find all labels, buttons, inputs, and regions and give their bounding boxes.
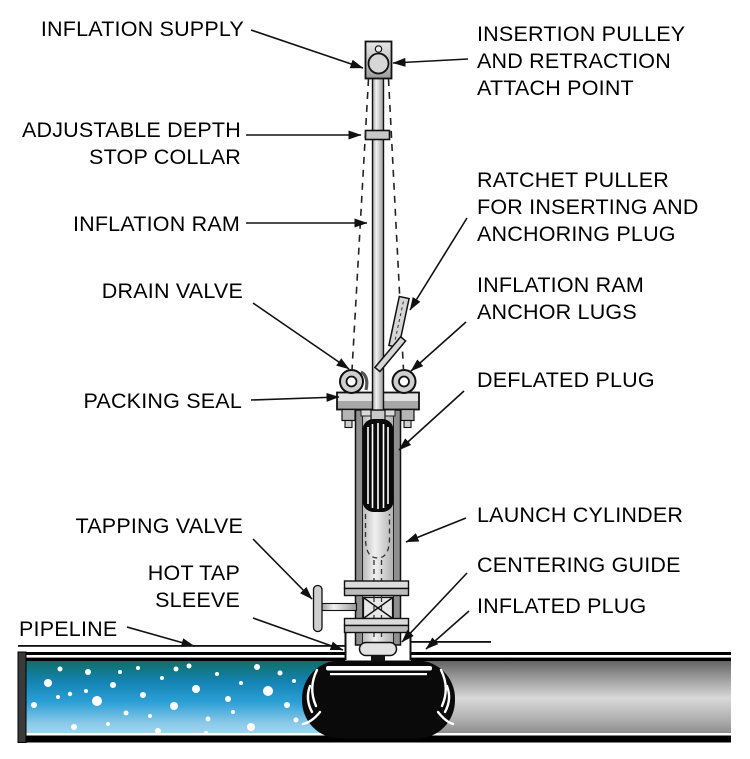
- centering-guide: [358, 641, 398, 657]
- arrow-drain-valve: [252, 302, 350, 370]
- label-hot-tap-sleeve: HOT TAP SLEEVE: [148, 560, 240, 614]
- label-line: ATTACH POINT: [477, 76, 634, 100]
- arrow-ratchet-puller: [409, 217, 468, 311]
- label-line: PIPELINE: [19, 617, 118, 641]
- label-line: CENTERING GUIDE: [477, 553, 681, 577]
- arrow-insertion-pulley: [392, 57, 469, 67]
- arrow-tapping-valve: [252, 538, 313, 600]
- label-line: INFLATION RAM: [477, 273, 645, 297]
- label-line: FOR INSERTING AND: [477, 195, 699, 219]
- label-centering-guide: CENTERING GUIDE: [477, 552, 681, 579]
- label-line: ANCHOR LUGS: [477, 300, 637, 324]
- label-line: SLEEVE: [155, 588, 240, 612]
- plug-neck: [371, 655, 385, 662]
- arrow-inflated-plug: [425, 610, 470, 650]
- label-drain-valve: DRAIN VALVE: [102, 278, 243, 305]
- inflated-plug: [301, 660, 455, 739]
- leader-arrows: [126, 29, 470, 651]
- pipeline-water: [26, 661, 350, 736]
- sleeve-saddle-line-left: [18, 645, 346, 647]
- pulley-wheel: [367, 52, 390, 75]
- arrow-launch-cylinder: [405, 517, 467, 543]
- label-line: PACKING SEAL: [83, 389, 242, 413]
- pipe-end-cap: [17, 651, 27, 743]
- label-line: HOT TAP: [147, 561, 240, 585]
- label-line: INFLATED PLUG: [477, 594, 647, 618]
- retraction-attach-point: [374, 45, 383, 53]
- pipeline-empty-section: [411, 661, 731, 736]
- pipe-top-wall: [18, 652, 731, 661]
- label-line: LAUNCH CYLINDER: [477, 503, 684, 527]
- inflation-ram-anchor-lugs: [339, 369, 417, 394]
- label-ratchet-puller: RATCHET PULLER FOR INSERTING AND ANCHORI…: [477, 167, 699, 248]
- depth-stop-collar: [364, 129, 391, 141]
- plug-wrinkles: [301, 668, 455, 726]
- label-line: INSERTION PULLEY: [477, 22, 686, 46]
- label-deflated-plug: DEFLATED PLUG: [477, 367, 655, 394]
- arrow-deflated-plug: [398, 390, 465, 451]
- valve-handle-stem: [320, 602, 358, 612]
- pipeline-pipe: [17, 641, 731, 743]
- label-inflation-ram: INFLATION RAM: [73, 211, 240, 238]
- sleeve-saddle-line-right: [411, 641, 491, 643]
- label-line: STOP COLLAR: [89, 145, 241, 169]
- label-line: DEFLATED PLUG: [477, 368, 655, 392]
- arrow-packing-seal: [250, 392, 340, 402]
- label-pipeline: PIPELINE: [19, 616, 117, 643]
- label-inflation-ram-anchor-lugs: INFLATION RAM ANCHOR LUGS: [477, 272, 644, 326]
- label-line: INFLATION RAM: [72, 212, 240, 236]
- label-tapping-valve: TAPPING VALVE: [76, 513, 243, 540]
- label-line: INFLATION SUPPLY: [40, 17, 244, 41]
- valve-handle: [312, 584, 323, 633]
- label-line: TAPPING VALVE: [75, 514, 243, 538]
- label-launch-cylinder: LAUNCH CYLINDER: [477, 502, 683, 529]
- arrow-anchor-lugs: [410, 321, 467, 372]
- label-inflated-plug: INFLATED PLUG: [477, 593, 646, 620]
- label-adjustable-depth-stop-collar: ADJUSTABLE DEPTH STOP COLLAR: [22, 117, 241, 171]
- label-inflation-supply: INFLATION SUPPLY: [41, 16, 244, 43]
- tapping-valve: [312, 580, 410, 634]
- insertion-pulley-block: [364, 40, 393, 80]
- ratchet-puller: [373, 295, 410, 373]
- label-line: DRAIN VALVE: [101, 279, 243, 303]
- arrow-inflation-supply: [250, 29, 364, 69]
- drain-valve-spout: [360, 370, 369, 391]
- label-packing-seal: PACKING SEAL: [83, 388, 242, 415]
- label-line: ANCHORING PLUG: [477, 222, 676, 246]
- arrow-hot-tap-sleeve: [252, 617, 344, 651]
- arrow-centering-guide: [401, 572, 468, 643]
- water-bubbles: [31, 663, 299, 735]
- label-insertion-pulley: INSERTION PULLEY AND RETRACTION ATTACH P…: [477, 21, 685, 102]
- label-line: RATCHET PULLER: [477, 168, 669, 192]
- label-line: ADJUSTABLE DEPTH: [21, 118, 241, 142]
- deflated-plug: [362, 409, 394, 512]
- label-line: AND RETRACTION: [477, 49, 671, 73]
- arrow-pipeline: [126, 626, 195, 647]
